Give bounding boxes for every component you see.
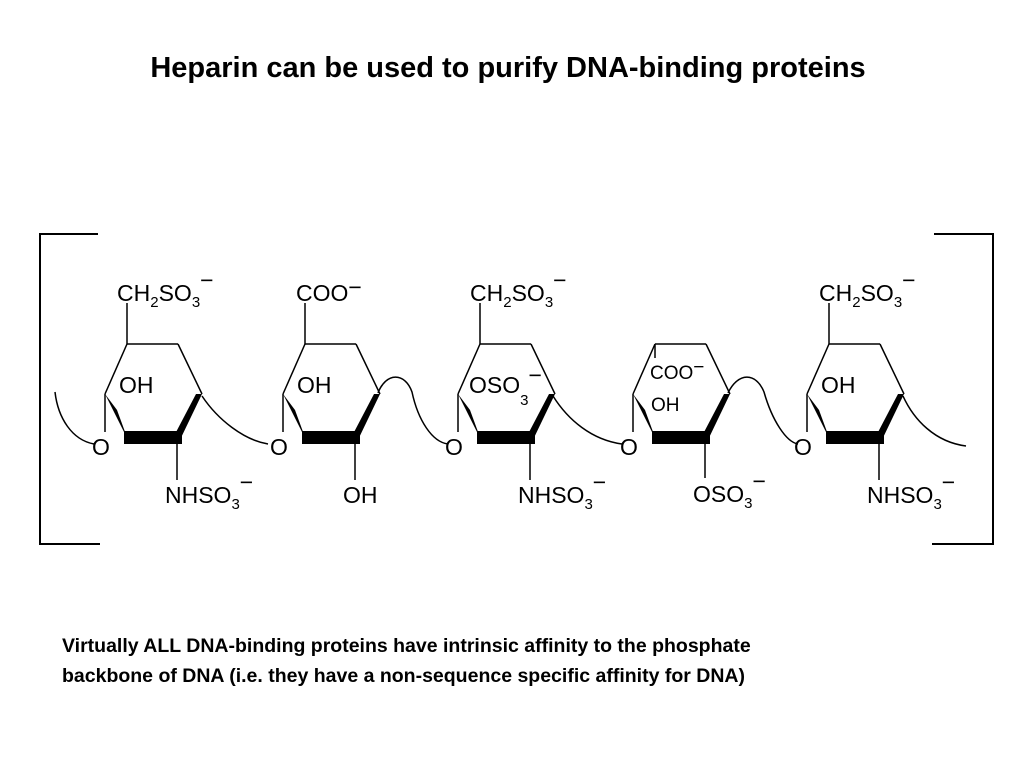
ring-wedge-right: [876, 394, 904, 444]
ring-wedge-left: [807, 394, 830, 440]
ring-bond-upper-right: [530, 343, 556, 395]
ring-oxygen-label: O: [270, 434, 288, 460]
inner-hydroxyl-label: OH: [119, 372, 154, 398]
caption-line-2: backbone of DNA (i.e. they have a non-se…: [62, 665, 745, 687]
inner-hydroxyl-label: OH: [651, 395, 680, 416]
inner-hydroxyl-label: OH: [297, 372, 332, 398]
linkage-start: [54, 391, 95, 445]
linkage-1-2: [201, 395, 269, 445]
ring-bond-upper-left: [282, 343, 306, 395]
ring-oxygen-label: O: [794, 434, 812, 460]
linkage-4-5: [727, 376, 799, 445]
ring-wedge-right: [352, 394, 380, 444]
ring-wedge-bottom: [302, 431, 360, 444]
linkage-end: [902, 395, 967, 447]
bottom-substituent-label: OH: [343, 482, 378, 508]
top-substituent-label: CH2SO3−: [117, 267, 214, 311]
ring-bond-upper-right: [177, 343, 203, 395]
ring-wedge-bottom: [826, 431, 884, 444]
inner-sulfate-label: OSO3−: [469, 362, 542, 409]
top-substituent-label: CH2SO3−: [470, 267, 567, 311]
ring-bond-upper-left: [632, 343, 656, 395]
bottom-substituent-label: OSO3−: [693, 468, 766, 512]
ring-wedge-right: [702, 394, 730, 444]
ring-wedge-left: [633, 394, 656, 440]
bottom-substituent-label: NHSO3−: [518, 469, 606, 513]
ring-bond-upper-left: [457, 343, 481, 395]
ring-oxygen-label: O: [92, 434, 110, 460]
ring-wedge-bottom: [124, 431, 182, 444]
ring-wedge-right: [527, 394, 555, 444]
ring-oxygen-label: O: [445, 434, 463, 460]
ring-oxygen-label: O: [620, 434, 638, 460]
sugar-unit-2: COO− OH O OH: [270, 274, 381, 508]
ring-bond-upper-right: [355, 343, 381, 395]
ring-wedge-left: [283, 394, 306, 440]
ring-wedge-bottom: [477, 431, 535, 444]
ring-bond-upper-right: [879, 343, 905, 395]
sugar-unit-3: CH2SO3− OSO3− O NHSO3−: [445, 267, 606, 513]
inner-hydroxyl-label: OH: [821, 372, 856, 398]
ring-bond-upper-right: [705, 343, 731, 395]
left-bracket: [39, 233, 100, 545]
right-bracket: [932, 233, 994, 545]
sugar-unit-4: COO− OH O OSO3−: [620, 343, 766, 512]
linkage-3-4: [552, 395, 623, 445]
bottom-substituent-label: NHSO3−: [867, 469, 955, 513]
bottom-substituent-label: NHSO3−: [165, 469, 253, 513]
inner-carboxylate-label: COO−: [650, 357, 704, 384]
caption-line-1: Virtually ALL DNA-binding proteins have …: [62, 635, 751, 657]
ring-wedge-left: [458, 394, 481, 440]
slide-title: Heparin can be used to purify DNA-bindin…: [150, 52, 866, 84]
sugar-unit-1: CH2SO3− OH O NHSO3−: [92, 267, 253, 513]
ring-bond-upper-left: [806, 343, 830, 395]
ring-wedge-bottom: [652, 431, 710, 444]
ring-wedge-left: [105, 394, 128, 440]
slide-caption: Virtually ALL DNA-binding proteins have …: [62, 631, 982, 691]
linkage-2-3: [377, 376, 449, 445]
ring-bond-upper-left: [104, 343, 128, 395]
top-substituent-label: COO−: [296, 274, 362, 306]
ring-wedge-right: [174, 394, 202, 444]
sugar-unit-5: CH2SO3− OH O NHSO3−: [794, 267, 955, 513]
top-substituent-label: CH2SO3−: [819, 267, 916, 311]
